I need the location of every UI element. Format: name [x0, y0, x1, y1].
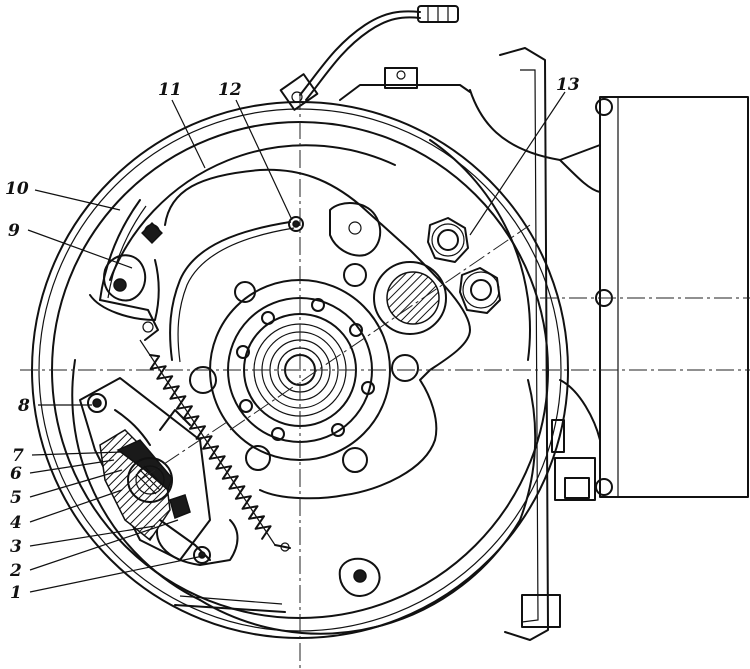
callout-3: 3: [10, 537, 22, 557]
callout-7: 7: [12, 446, 24, 466]
lower-adjuster: [338, 557, 381, 597]
adjuster-cam: [99, 254, 159, 341]
callout-4: 4: [10, 513, 22, 533]
axle-shaft-section: [373, 261, 447, 335]
axle-housing: [339, 47, 749, 641]
leader-lines: [27, 91, 566, 593]
callout-6: 6: [10, 464, 22, 484]
anchor-pin-plate: [329, 202, 382, 257]
brake-shoe-lining: [71, 139, 537, 635]
callout-8: 8: [17, 396, 30, 416]
spring-wire: [169, 216, 304, 363]
center-lines: [20, 92, 750, 668]
wheel-cylinder-assembly: [79, 377, 211, 564]
backing-plate: [89, 168, 471, 566]
eccentric-bolts: [427, 217, 501, 314]
callout-9: 9: [8, 221, 20, 241]
callout-2: 2: [9, 561, 22, 581]
plate-holes: [144, 224, 419, 473]
callout-5: 5: [10, 488, 22, 508]
callout-labels: 1 2 3 4 5 6 7 8 9 10 11 12 13: [5, 75, 580, 603]
callout-12: 12: [218, 80, 242, 100]
callout-11: 11: [158, 80, 182, 100]
return-spring: [139, 339, 291, 552]
upper-bolt: [141, 222, 163, 244]
callout-10: 10: [5, 179, 29, 199]
callout-1: 1: [10, 583, 22, 603]
callout-13: 13: [556, 75, 580, 95]
hub-bolts: [236, 298, 375, 441]
brake-pipe: [279, 5, 459, 111]
